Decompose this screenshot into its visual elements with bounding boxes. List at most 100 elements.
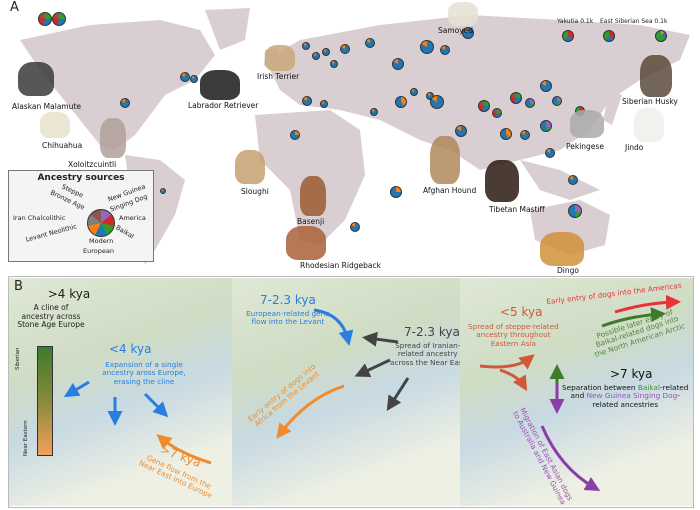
dog-photo (40, 112, 70, 138)
ancestry-pie (568, 204, 582, 218)
text-part: and (570, 391, 587, 401)
ancestry-pie (120, 98, 130, 108)
steppe-time: <5 kya (500, 305, 543, 319)
text-part: related ancestries (592, 399, 659, 409)
ancestry-pie (655, 30, 667, 42)
ancestry-pie (525, 98, 535, 108)
arrow-iran-3 (386, 377, 410, 412)
text-line: Expansion of a single (105, 360, 183, 369)
ancestry-pie (180, 72, 190, 82)
dog-label: Dingo (557, 266, 579, 275)
arrow-steppe-2 (499, 368, 528, 392)
text-part-baikal: Baikal (637, 383, 660, 392)
text-line: related ancestry (397, 349, 458, 359)
east-asia-map: <5 kya Spread of steppe-related ancestry… (460, 278, 693, 506)
text-part: Separation between (562, 383, 638, 392)
europe-map: >4 kya A cline of ancestry across Stone … (9, 278, 232, 506)
ancestry-pie (370, 108, 378, 116)
dog-photo (448, 2, 478, 26)
ancestry-pie (540, 80, 552, 92)
ancestry-pie (430, 95, 444, 109)
dog-photo (485, 160, 519, 202)
site-label-east-siberian-sea: East Siberian Sea 0.1k (600, 18, 668, 25)
arrow-west (63, 380, 90, 398)
dog-photo (640, 55, 672, 97)
euro-time: 7-2.3 kya (260, 293, 316, 307)
separation-time: >7 kya (610, 367, 653, 381)
ancestry-pie (52, 12, 66, 26)
dog-photo (286, 226, 326, 260)
ancestry-pie (455, 125, 467, 137)
dog-label: Irish Terrier (257, 72, 300, 81)
legend-label: European (83, 247, 114, 255)
text-line: European-related gene (246, 309, 330, 318)
arrow-iran-1 (362, 331, 399, 347)
ancestry-pie (302, 42, 310, 50)
ancestry-pie (568, 175, 578, 185)
ancestry-pie (552, 96, 562, 106)
dog-label: Afghan Hound (423, 186, 477, 195)
legend-title: Ancestry sources (37, 173, 125, 183)
dog-photo (265, 45, 295, 71)
ancestry-pie (395, 96, 407, 108)
legend-label: Modern (89, 237, 114, 245)
east-asia-arrows (479, 294, 681, 491)
text-line: across the Near East (390, 357, 460, 367)
ancestry-pie (350, 222, 360, 232)
text-line: ancestry across (21, 311, 81, 321)
iran-time: 7-2.3 kya (404, 325, 460, 339)
text-line: Spread of Iranian- (395, 341, 460, 350)
legend-pie (87, 209, 115, 237)
panel-b-letter: B (14, 279, 23, 294)
southeast-asia (520, 160, 600, 200)
text-part: -related (659, 383, 689, 392)
text-line: erasing the cline (113, 376, 175, 386)
near-east-arrows (276, 308, 410, 439)
ancestry-pie (520, 130, 530, 140)
dog-label: Jindo (625, 143, 644, 152)
arrow-iran-2 (354, 358, 391, 377)
dog-label: Samoyed (438, 26, 474, 35)
ancestry-pie (462, 27, 474, 39)
ancestry-pie (38, 12, 52, 26)
steppe-desc: Spread of steppe-related ancestry throug… (468, 322, 559, 348)
text-line: ancestry throughout (476, 330, 551, 340)
dog-label: Basenji (297, 217, 325, 226)
dog-label: Xoloitzcuintli (68, 160, 117, 169)
expansion-time: <4 kya (109, 342, 152, 356)
separation-desc: Separation between Baikal-related and Ne… (562, 383, 689, 409)
dog-photo (570, 110, 604, 138)
ancestry-pie (562, 30, 574, 42)
ancestry-pie (478, 100, 490, 112)
dog-photo (100, 118, 126, 158)
arrow-levant-to-africa (276, 384, 345, 439)
arrow-arctic (601, 307, 666, 328)
ancestry-pie (340, 44, 350, 54)
text-line: Spread of steppe-related (468, 322, 559, 331)
dog-photo (200, 70, 240, 100)
ancestry-legend: Ancestry sources Steppe Bronze Age New G… (8, 170, 154, 262)
arrow-steppe-1 (479, 354, 535, 370)
text-line: A cline of (33, 303, 69, 312)
dog-photo (430, 136, 460, 184)
ancestry-pie (500, 128, 512, 140)
ancestry-pie (440, 45, 450, 55)
legend-label: Levant Neolithic (24, 222, 78, 244)
cline-color-scale (37, 346, 53, 456)
text-line: ancestry aross Europe, (102, 368, 186, 378)
text-part-new-guinea: New Guinea Singing Dog (586, 391, 678, 401)
greenland (205, 8, 250, 50)
legend-label: America (119, 214, 146, 222)
ancestry-pie (302, 96, 312, 106)
ancestry-pie (540, 120, 552, 132)
ancestry-pie (312, 52, 320, 60)
ancestry-pie (510, 92, 522, 104)
ancestry-pie (190, 75, 198, 83)
legend-label: Iran Chalcolithic (13, 214, 66, 222)
panel-b-frame (8, 276, 694, 508)
ancestry-pie (603, 30, 615, 42)
near-east-map: 7-2.3 kya European-related gene flow int… (232, 278, 460, 506)
dog-label: Rhodesian Ridgeback (300, 261, 381, 270)
ancestry-pie (160, 188, 166, 194)
ancestry-pie (365, 38, 375, 48)
